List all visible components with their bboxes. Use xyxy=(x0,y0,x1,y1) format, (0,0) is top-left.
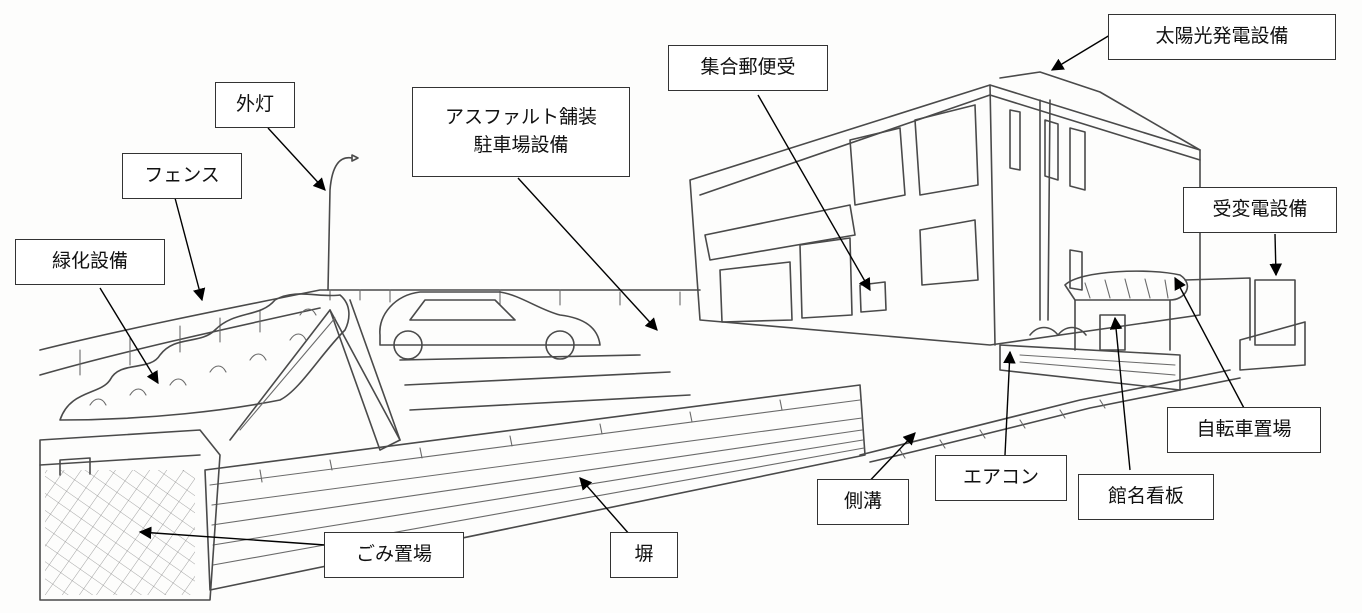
arrow-fence xyxy=(174,197,206,302)
label-greenery: 緑化設備 xyxy=(15,239,165,285)
block-wall-sketch xyxy=(204,384,866,591)
label-air-conditioner: エアコン xyxy=(935,455,1067,501)
arrow-light xyxy=(267,127,326,191)
fence-sketch xyxy=(39,289,701,376)
arrow-mailbox xyxy=(757,94,871,292)
driveway-ramp-sketch xyxy=(229,299,401,451)
arrow-gutter xyxy=(862,432,916,489)
leader-arrows xyxy=(99,34,1283,546)
garbage-station-sketch xyxy=(39,429,221,601)
label-bicycle-parking: 自転車置場 xyxy=(1167,407,1321,453)
arrow-substation xyxy=(1269,233,1283,277)
apartment-building-sketch xyxy=(689,71,1201,346)
label-wall: 塀 xyxy=(610,532,678,578)
arrow-nameplate xyxy=(1109,316,1131,471)
label-substation: 受変電設備 xyxy=(1183,187,1337,233)
arrow-green xyxy=(99,287,159,385)
arrow-bicycle xyxy=(1174,276,1246,411)
label-side-gutter: 側溝 xyxy=(817,479,909,525)
label-mailbox: 集合郵便受 xyxy=(668,45,828,91)
arrow-asphalt xyxy=(517,177,658,331)
label-asphalt-parking: アスファルト舗装 駐車場設備 xyxy=(412,87,630,177)
label-garbage-station: ごみ置場 xyxy=(324,532,464,578)
label-nameplate-sign: 館名看板 xyxy=(1078,474,1214,520)
arrow-solar xyxy=(1050,34,1111,71)
label-fence: フェンス xyxy=(122,153,242,199)
gutter-sketch xyxy=(859,369,1241,463)
parking-lines-sketch xyxy=(399,354,691,411)
label-street-light: 外灯 xyxy=(215,82,295,128)
street-lamp-sketch xyxy=(327,154,359,291)
substation-sketch xyxy=(1184,277,1306,371)
label-solar-power: 太陽光発電設備 xyxy=(1108,14,1336,60)
shrubbery-sketch xyxy=(59,293,350,421)
nameplate-wall-sketch xyxy=(999,326,1181,391)
bicycle-shed-sketch xyxy=(1064,270,1189,351)
arrow-wall xyxy=(579,477,631,536)
arrow-aircon xyxy=(1003,350,1016,456)
parked-car-sketch xyxy=(379,291,601,360)
arrow-garbage xyxy=(138,526,326,546)
